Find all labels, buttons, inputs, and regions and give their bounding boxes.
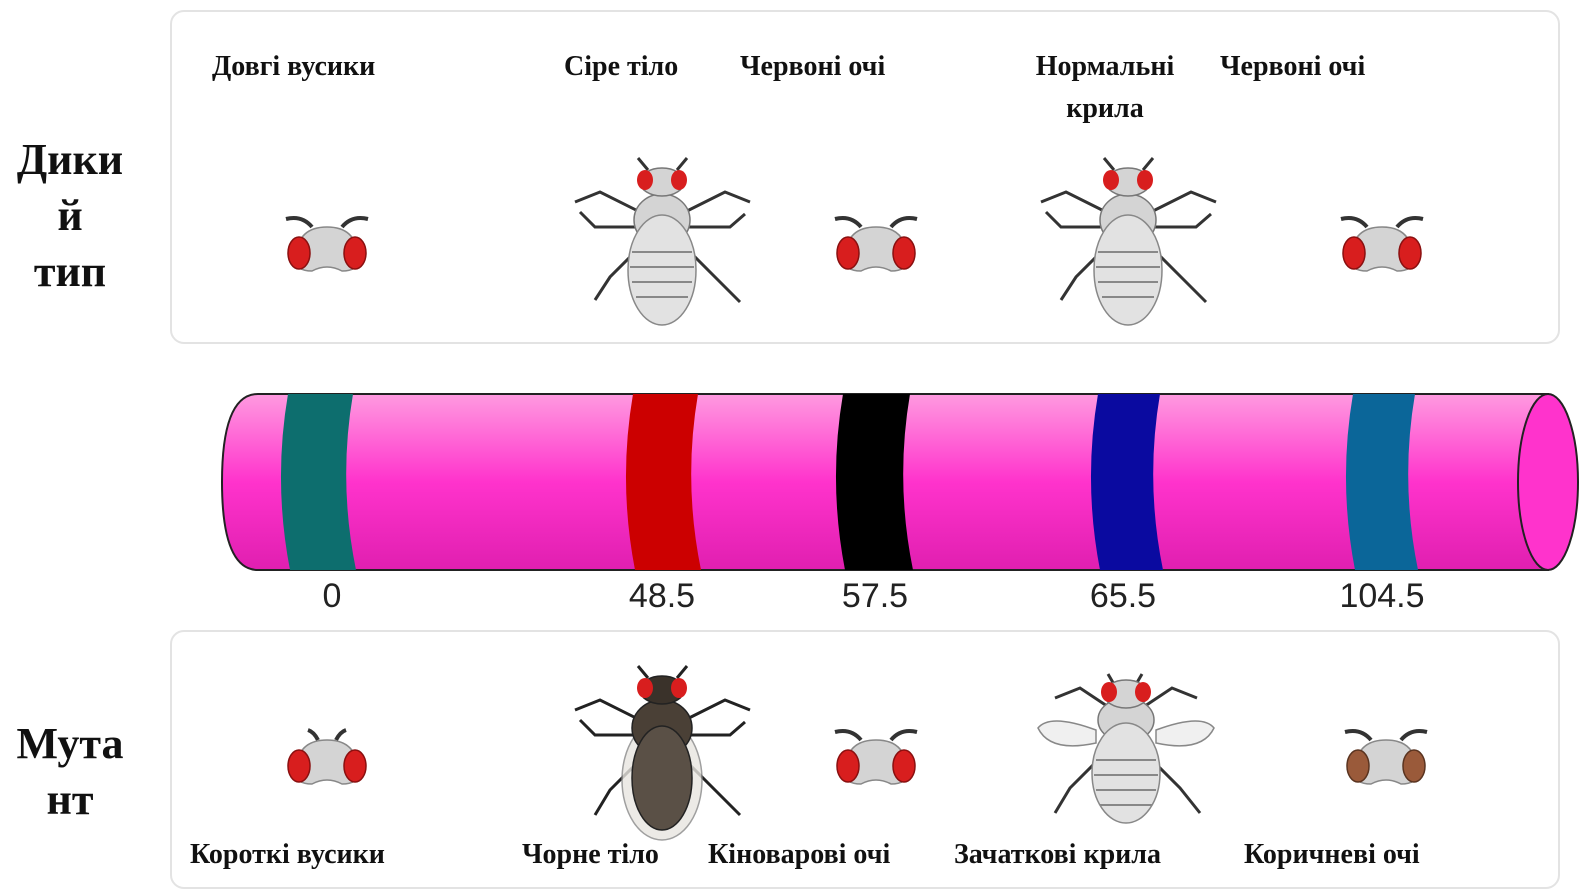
fly-black-body-icon: [570, 660, 755, 845]
fly-head-red-eyes-icon: [282, 205, 372, 280]
band-wings: [1091, 394, 1163, 570]
wild-trait-eyes: Червоні очі: [740, 46, 885, 88]
position-label-57-5: 57.5: [815, 574, 935, 618]
wild-trait-antennae: Довгі вусики: [212, 46, 375, 88]
fly-grey-body-icon: [570, 152, 755, 332]
fly-vestigial-wings-icon: [1030, 668, 1220, 838]
wild-trait-wings: Нормальні крила: [1020, 46, 1190, 130]
fly-head-red-eyes-icon: [282, 718, 372, 793]
fly-head-brown-eyes-icon: [1336, 718, 1436, 793]
mutant-trait-wings: Зачаткові крила: [954, 834, 1161, 876]
mutant-label: Мута нт: [0, 716, 140, 828]
wild-type-label: Дики й тип: [0, 132, 140, 300]
mutant-trait-body: Чорне тіло: [522, 834, 659, 876]
position-label-48-5: 48.5: [602, 574, 722, 618]
mutant-trait-eye-color: Коричневі очі: [1244, 834, 1420, 876]
chromosome-end-cap: [1518, 394, 1578, 570]
mutant-trait-antennae: Короткі вусики: [190, 834, 385, 876]
band-antennae: [281, 394, 356, 570]
band-body: [626, 394, 701, 570]
chromosome-bar: [218, 388, 1583, 576]
fly-head-red-eyes-icon: [826, 205, 926, 280]
band-eyes: [836, 394, 913, 570]
wild-trait-eyes-2: Червоні очі: [1220, 46, 1365, 88]
fly-head-cinnabar-eyes-icon: [826, 718, 926, 793]
fly-head-red-eyes-icon: [1332, 205, 1432, 280]
position-label-104-5: 104.5: [1322, 574, 1442, 618]
fly-normal-wings-icon: [1036, 152, 1221, 332]
band-eye-color: [1346, 394, 1418, 570]
mutant-trait-eyes: Кіноварові очі: [708, 834, 890, 876]
position-label-65-5: 65.5: [1063, 574, 1183, 618]
wild-trait-body: Сіре тіло: [564, 46, 678, 88]
position-label-0: 0: [272, 574, 392, 618]
